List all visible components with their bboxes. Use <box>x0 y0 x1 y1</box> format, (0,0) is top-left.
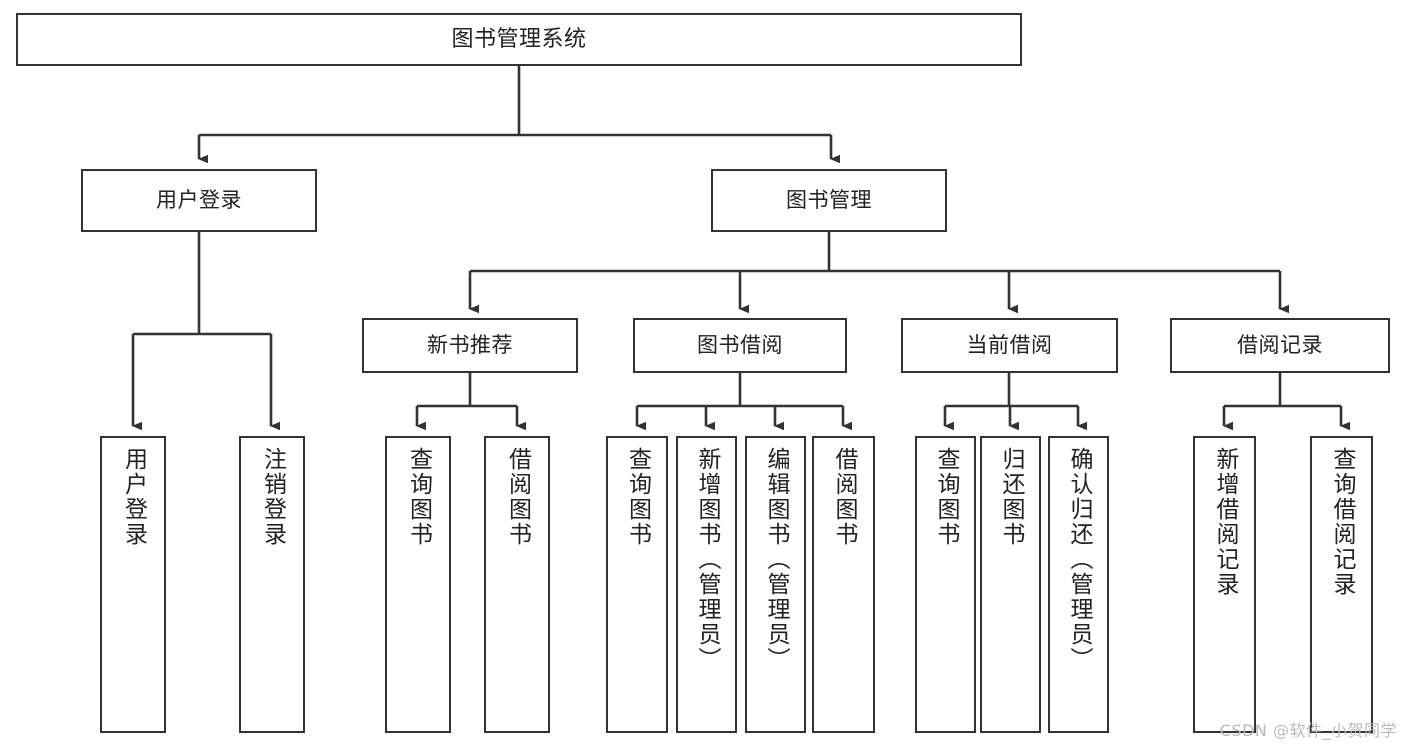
leaf-borrow-book-2[interactable]: 借阅图书 <box>812 436 875 733</box>
leaf-logout-login[interactable]: 注销登录 <box>239 436 305 733</box>
node-label: 查询图书 <box>624 447 651 547</box>
leaf-confirm-return[interactable]: 确认归还（管理员） <box>1048 436 1109 733</box>
node-book-borrow[interactable]: 图书借阅 <box>633 318 847 373</box>
leaf-borrow-book-1[interactable]: 借阅图书 <box>484 436 550 733</box>
node-label: 借阅图书 <box>831 447 857 547</box>
node-new-book-recommend[interactable]: 新书推荐 <box>362 318 578 373</box>
leaf-add-book[interactable]: 新增图书（管理员） <box>676 436 737 733</box>
leaf-query-book-2[interactable]: 查询图书 <box>606 436 668 733</box>
node-label: 用户登录 <box>120 447 147 547</box>
node-label: 确认归还（管理员） <box>1066 447 1092 672</box>
node-label: 图书管理系统 <box>451 26 587 52</box>
leaf-query-book-3[interactable]: 查询图书 <box>915 436 976 733</box>
node-book-manage[interactable]: 图书管理 <box>711 169 947 232</box>
node-label: 图书管理 <box>786 188 872 213</box>
node-label: 新书推荐 <box>427 333 513 358</box>
node-label: 当前借阅 <box>966 333 1053 358</box>
node-borrow-record[interactable]: 借阅记录 <box>1170 318 1390 373</box>
node-label: 借阅记录 <box>1237 333 1323 358</box>
node-label: 新增图书（管理员） <box>694 447 720 672</box>
node-label: 注销登录 <box>259 447 286 547</box>
leaf-add-borrow-record[interactable]: 新增借阅记录 <box>1193 436 1256 733</box>
node-label: 归还图书 <box>998 447 1024 547</box>
leaf-user-login[interactable]: 用户登录 <box>100 436 166 733</box>
node-label: 用户登录 <box>156 188 242 213</box>
node-user-login[interactable]: 用户登录 <box>81 169 317 232</box>
node-label: 查询借阅记录 <box>1329 447 1355 597</box>
leaf-query-borrow-record[interactable]: 查询借阅记录 <box>1310 436 1373 733</box>
node-label: 查询图书 <box>933 447 959 547</box>
node-label: 编辑图书（管理员） <box>763 447 789 672</box>
csdn-watermark: CSDN @软件_小贺同学 <box>1219 721 1397 740</box>
node-current-borrow[interactable]: 当前借阅 <box>901 318 1118 373</box>
node-label: 图书借阅 <box>697 333 783 358</box>
leaf-edit-book[interactable]: 编辑图书（管理员） <box>745 436 806 733</box>
node-label: 新增借阅记录 <box>1212 447 1238 597</box>
node-root-system[interactable]: 图书管理系统 <box>16 13 1022 66</box>
node-label: 借阅图书 <box>504 447 531 547</box>
node-label: 查询图书 <box>405 447 432 547</box>
leaf-query-book-1[interactable]: 查询图书 <box>385 436 451 733</box>
leaf-return-book[interactable]: 归还图书 <box>980 436 1041 733</box>
